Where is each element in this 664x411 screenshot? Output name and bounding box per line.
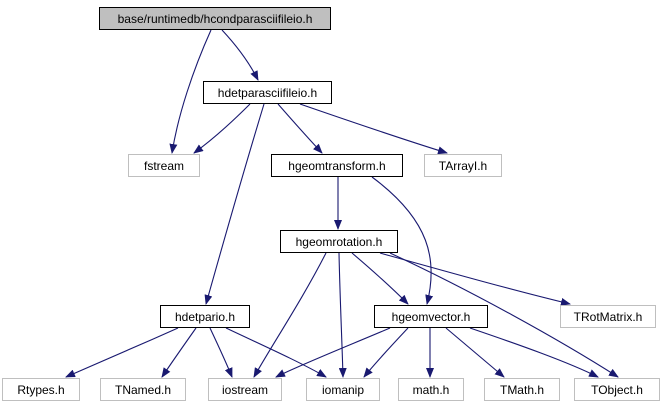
edge-hgeomrotation-to-iostream — [253, 252, 327, 378]
node-hdetparasciifileio[interactable]: hdetparasciifileio.h — [203, 81, 332, 104]
node-hdetpario[interactable]: hdetpario.h — [160, 305, 250, 328]
edge-hdetpario-to-iomanip — [225, 327, 327, 378]
edge-hdetpario-to-iostream — [209, 327, 233, 378]
node-fstream: fstream — [128, 154, 200, 177]
edge-root-to-hdetparasciifileio — [221, 29, 259, 81]
edge-hgeomrotation-to-trotmatrix — [379, 252, 571, 306]
node-math: math.h — [398, 378, 464, 401]
edge-hgeomrotation-to-tobject — [389, 252, 619, 378]
node-tarrayi: TArrayI.h — [424, 154, 502, 177]
node-hgeomrotation[interactable]: hgeomrotation.h — [280, 230, 398, 253]
edge-hdetpario-to-rtypes — [65, 327, 179, 378]
edge-hgeomrotation-to-hgeomvector — [351, 252, 409, 305]
edge-hgeomtransform-to-hgeomvector — [371, 176, 434, 305]
edge-hgeomvector-to-iostream — [275, 327, 391, 378]
edge-hdetparasciifileio-to-hdetpario — [204, 103, 265, 305]
node-iomanip: iomanip — [306, 378, 380, 401]
node-tmath: TMath.h — [484, 378, 560, 401]
node-iostream: iostream — [208, 378, 282, 401]
edge-root-to-fstream — [169, 29, 212, 154]
node-trotmatrix: TRotMatrix.h — [560, 305, 656, 328]
edge-hdetparasciifileio-to-hgeomtransform — [277, 103, 323, 154]
edge-hgeomvector-to-tobject — [469, 327, 599, 378]
node-tnamed: TNamed.h — [100, 378, 186, 401]
node-hgeomtransform[interactable]: hgeomtransform.h — [271, 154, 403, 177]
edge-hdetpario-to-tnamed — [161, 327, 197, 378]
edge-hgeomrotation-to-iomanip — [338, 252, 347, 378]
node-rtypes: Rtypes.h — [2, 378, 80, 401]
edge-hgeomvector-to-iomanip — [363, 327, 409, 378]
edge-hgeomvector-to-tmath — [445, 327, 505, 378]
edge-hdetparasciifileio-to-tarrayi — [299, 103, 448, 155]
node-hgeomvector[interactable]: hgeomvector.h — [374, 305, 488, 328]
node-tobject: TObject.h — [574, 378, 660, 401]
edge-hdetparasciifileio-to-fstream — [193, 103, 251, 154]
node-root: base/runtimedb/hcondparasciifileio.h — [99, 7, 331, 30]
